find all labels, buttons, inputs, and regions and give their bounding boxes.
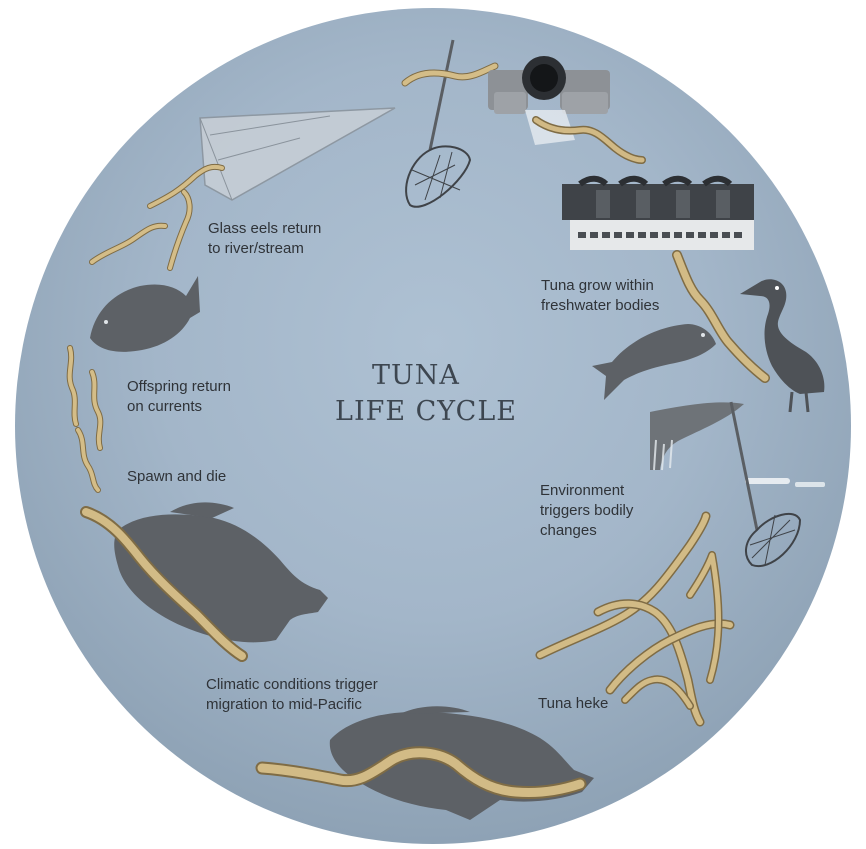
stage-label-line: Glass eels return — [208, 220, 321, 237]
stage-label-line: migration to mid-Pacific — [206, 696, 362, 713]
title-line-1: TUNA — [372, 360, 460, 391]
stage-label-line: Environment — [540, 482, 625, 499]
stage-label-line: on currents — [127, 398, 202, 415]
stage-label-line: freshwater bodies — [541, 297, 659, 314]
stage-label-line: Tuna heke — [538, 695, 608, 712]
stage-label-line: triggers bodily — [540, 502, 634, 519]
stage-label-line: Climatic conditions trigger — [206, 676, 378, 693]
stage-heke: Tuna heke — [538, 695, 608, 712]
stage-label-line: changes — [540, 522, 597, 539]
stage-label-line: Tuna grow within — [541, 277, 654, 294]
stage-spawn: Spawn and die — [127, 468, 226, 485]
stage-label-line: Spawn and die — [127, 468, 226, 485]
stage-label-line: Offspring return — [127, 378, 231, 395]
title-line-2: LIFE CYCLE — [335, 396, 517, 427]
dam-icon — [562, 179, 754, 250]
stage-label-line: to river/stream — [208, 240, 304, 257]
